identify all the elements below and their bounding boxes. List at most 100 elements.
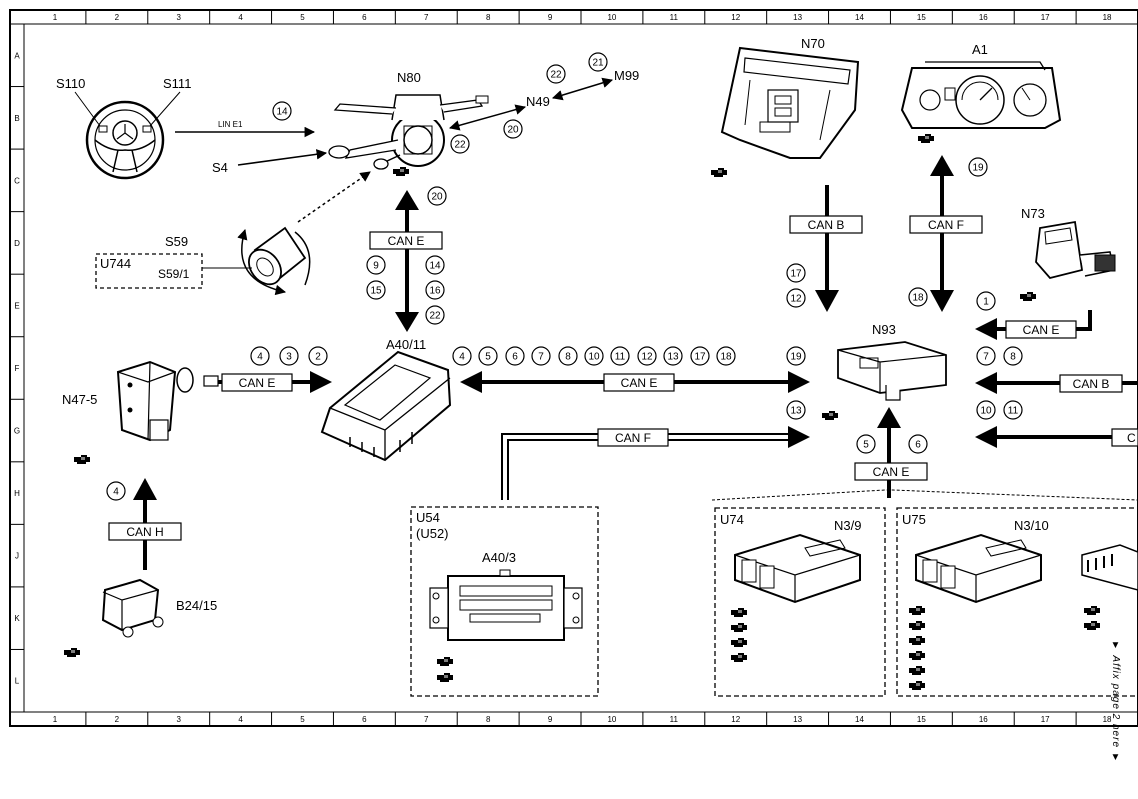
callout-number: 8 — [565, 352, 571, 363]
callout-circle — [546, 64, 566, 84]
label-m99: M99 — [614, 68, 639, 83]
callout-number: 5 — [863, 440, 869, 451]
pointing-hand-icon — [63, 647, 81, 658]
bus-box-can-b-right — [1059, 374, 1123, 393]
callout-circle — [786, 288, 806, 308]
callout-circle — [279, 346, 299, 366]
grid-column-label: 15 — [917, 13, 926, 22]
grid-column-label: 13 — [793, 13, 802, 22]
callout-circle — [366, 255, 386, 275]
grid-column-label: 11 — [670, 13, 679, 22]
grid-column-label: 9 — [548, 13, 553, 22]
callout-number: 12 — [641, 352, 653, 363]
callout-circle — [272, 101, 292, 121]
grid-row-label: D — [14, 239, 20, 248]
callout-number: 11 — [1008, 406, 1019, 417]
callout-number: 22 — [550, 70, 562, 81]
grid-column-label: 4 — [238, 715, 243, 724]
grid-column-label: 4 — [238, 13, 243, 22]
label-a40-3: A40/3 — [482, 550, 516, 565]
grid-row-label: C — [14, 176, 20, 185]
bus-label-can-e: CAN E — [239, 376, 276, 390]
pointing-hand-icon — [730, 622, 748, 633]
callout-circle — [452, 346, 472, 366]
label-n3-9: N3/9 — [834, 518, 861, 533]
callout-circle — [976, 291, 996, 311]
engine-control-unit-n3-10-icon — [915, 533, 1042, 604]
grid-column-label: 16 — [979, 715, 988, 724]
steering-column-module-icon — [328, 94, 489, 170]
grid-row-label: B — [14, 114, 19, 123]
label-u74: U74 — [720, 512, 744, 527]
bus-label-can-f: CAN F — [928, 218, 964, 232]
grid-column-label: 17 — [1041, 13, 1050, 22]
pointing-hand-icon — [436, 656, 454, 667]
callout-number: 9 — [373, 261, 379, 272]
grid-column-label: 18 — [1103, 715, 1112, 724]
callout-circle — [503, 119, 523, 139]
pointing-hand-icon — [908, 635, 926, 646]
callout-circle — [588, 52, 608, 72]
callout-number: 18 — [720, 352, 732, 363]
label-s4: S4 — [212, 160, 228, 175]
pointing-hand-icon — [1083, 605, 1101, 616]
callout-number: 8 — [1010, 352, 1016, 363]
grid-column-label: 10 — [607, 13, 616, 22]
label-u75: U75 — [902, 512, 926, 527]
grid-column-label: 7 — [424, 715, 429, 724]
callout-circle — [531, 346, 551, 366]
label-a1: A1 — [972, 42, 988, 57]
callout-number: 10 — [588, 352, 600, 363]
central-gateway-icon — [837, 341, 947, 401]
pointing-hand-icon — [710, 167, 728, 178]
grid-column-label: 8 — [486, 13, 491, 22]
callout-circle — [106, 481, 126, 501]
callout-circle — [478, 346, 498, 366]
grid-row-label: H — [14, 489, 20, 498]
label-s111: S111 — [163, 76, 191, 91]
rotary-switch-icon — [237, 226, 311, 296]
callout-circle — [610, 346, 630, 366]
bus-label-can-f: CAN F — [615, 431, 651, 445]
affix-page-note: ▼ Affix page 2 here ▼ — [1110, 640, 1121, 764]
grid-column-label: 12 — [731, 715, 740, 724]
grid-row-label: E — [14, 301, 19, 310]
grid-column-label: 14 — [855, 715, 864, 724]
callout-circle — [425, 305, 445, 325]
callout-circle — [427, 186, 447, 206]
bus-box-can-e-n93-bottom — [854, 462, 928, 481]
callout-circle — [690, 346, 710, 366]
callout-number: 4 — [459, 352, 465, 363]
grid-column-label: 9 — [548, 715, 553, 724]
instrument-cluster-icon — [900, 61, 1062, 129]
callout-number: 15 — [370, 286, 382, 297]
pointing-hand-icon — [908, 680, 926, 691]
grid-column-label: 11 — [670, 715, 679, 724]
callout-number: 20 — [431, 192, 443, 203]
pointing-hand-icon — [73, 454, 91, 465]
u75-group-box — [896, 507, 1138, 697]
label-s59-1: S59/1 — [158, 267, 190, 281]
callout-circle — [968, 157, 988, 177]
pointing-hand-icon — [1019, 291, 1037, 302]
callout-number: 6 — [512, 352, 518, 363]
bus-box-truncated — [1111, 428, 1138, 447]
label-n47-5: N47-5 — [62, 392, 97, 407]
u744-group-box — [95, 253, 203, 289]
callout-number: 4 — [257, 352, 263, 363]
bus-box-can-e-main — [603, 373, 675, 392]
callout-number: 19 — [790, 352, 802, 363]
grid-column-label: 3 — [176, 715, 181, 724]
grid-row-label: K — [14, 614, 20, 623]
callout-circle — [786, 346, 806, 366]
label-u744: U744 — [100, 256, 131, 271]
grid-column-label: 6 — [362, 13, 367, 22]
ignition-switch-icon — [1035, 220, 1116, 280]
bus-label-can-e: CAN E — [1023, 323, 1060, 337]
pointing-hand-icon — [908, 650, 926, 661]
grid-column-label: 17 — [1041, 715, 1050, 724]
u54-group-box — [410, 506, 599, 697]
callout-circle — [976, 400, 996, 420]
